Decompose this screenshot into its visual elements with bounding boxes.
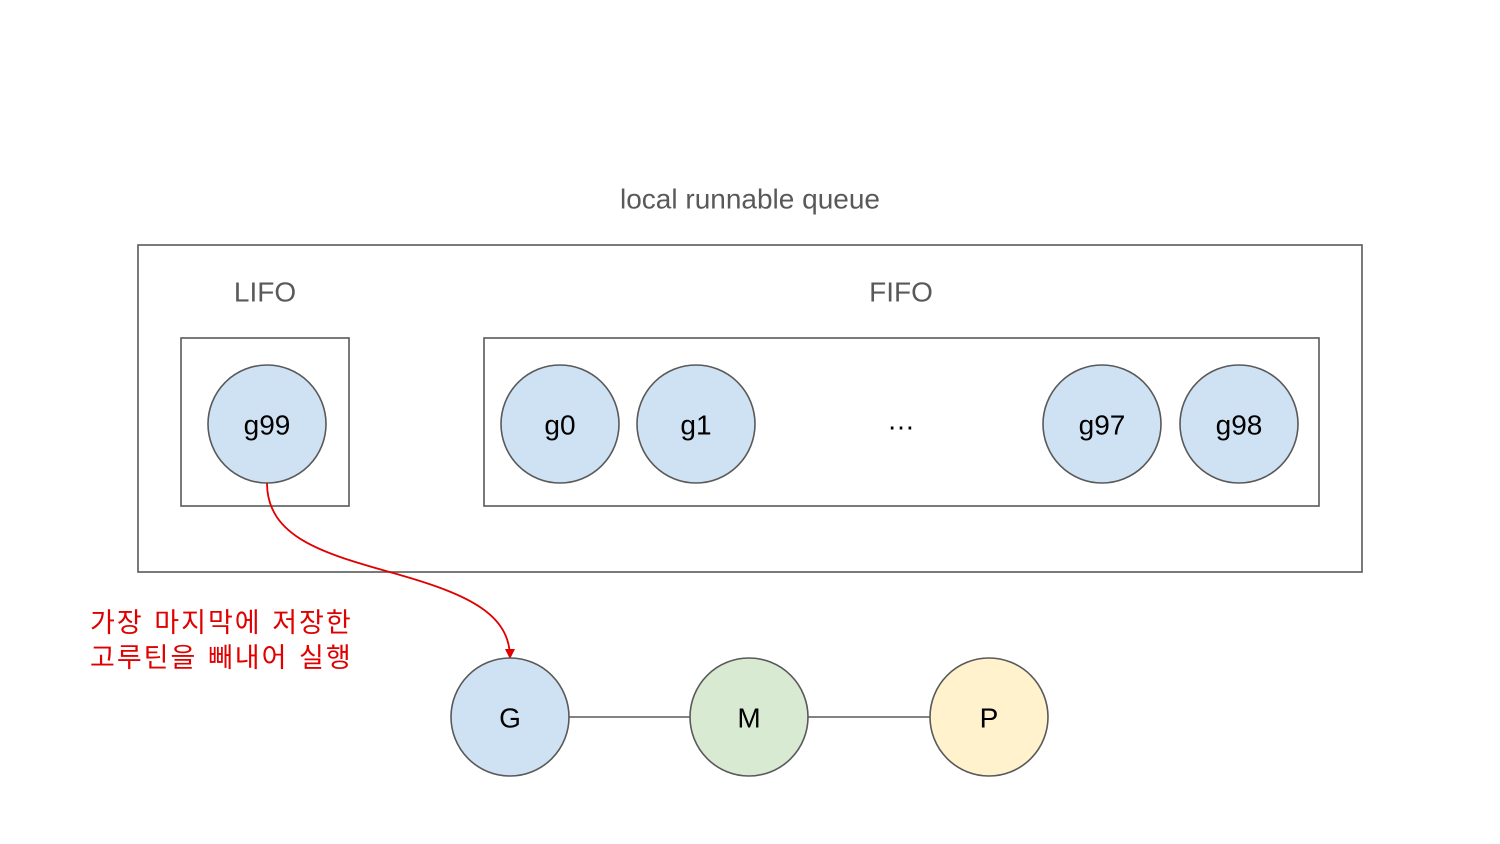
- p-node: P: [929, 657, 1049, 777]
- m-node: M: [689, 657, 809, 777]
- p-circle: [929, 657, 1049, 777]
- goroutine-label: g97: [1079, 410, 1126, 441]
- goroutine-circle: [1179, 364, 1299, 484]
- goroutine-label: g0: [544, 410, 575, 441]
- goroutine-node-g98: g98: [1179, 364, 1299, 484]
- pop-arrow: [266, 482, 515, 659]
- fifo-label: FIFO: [869, 277, 933, 308]
- fifo-ellipsis: …: [887, 405, 915, 436]
- goroutine-circle: [500, 364, 620, 484]
- goroutine-node-g99: g99: [207, 364, 327, 484]
- m-label: M: [737, 703, 760, 734]
- p-label: P: [980, 703, 999, 734]
- m-circle: [689, 657, 809, 777]
- annotation-line-2: 고루틴을 빼내어 실행: [90, 643, 353, 674]
- diagram-title: local runnable queue: [620, 184, 880, 215]
- g-node: G: [450, 657, 570, 777]
- goroutine-circle: [636, 364, 756, 484]
- lifo-label: LIFO: [234, 277, 296, 308]
- goroutine-node-g0: g0: [500, 364, 620, 484]
- g-circle: [450, 657, 570, 777]
- goroutine-node-g1: g1: [636, 364, 756, 484]
- goroutine-node-g97: g97: [1042, 364, 1162, 484]
- annotation-line-1: 가장 마지막에 저장한: [90, 608, 353, 639]
- goroutine-label: g98: [1216, 410, 1263, 441]
- queue-container: [137, 244, 1363, 573]
- g-label: G: [499, 703, 521, 734]
- goroutine-label: g99: [244, 410, 291, 441]
- goroutine-circle: [1042, 364, 1162, 484]
- goroutine-label: g1: [680, 410, 711, 441]
- lifo-slot: [180, 337, 350, 507]
- fifo-slot: [483, 337, 1320, 507]
